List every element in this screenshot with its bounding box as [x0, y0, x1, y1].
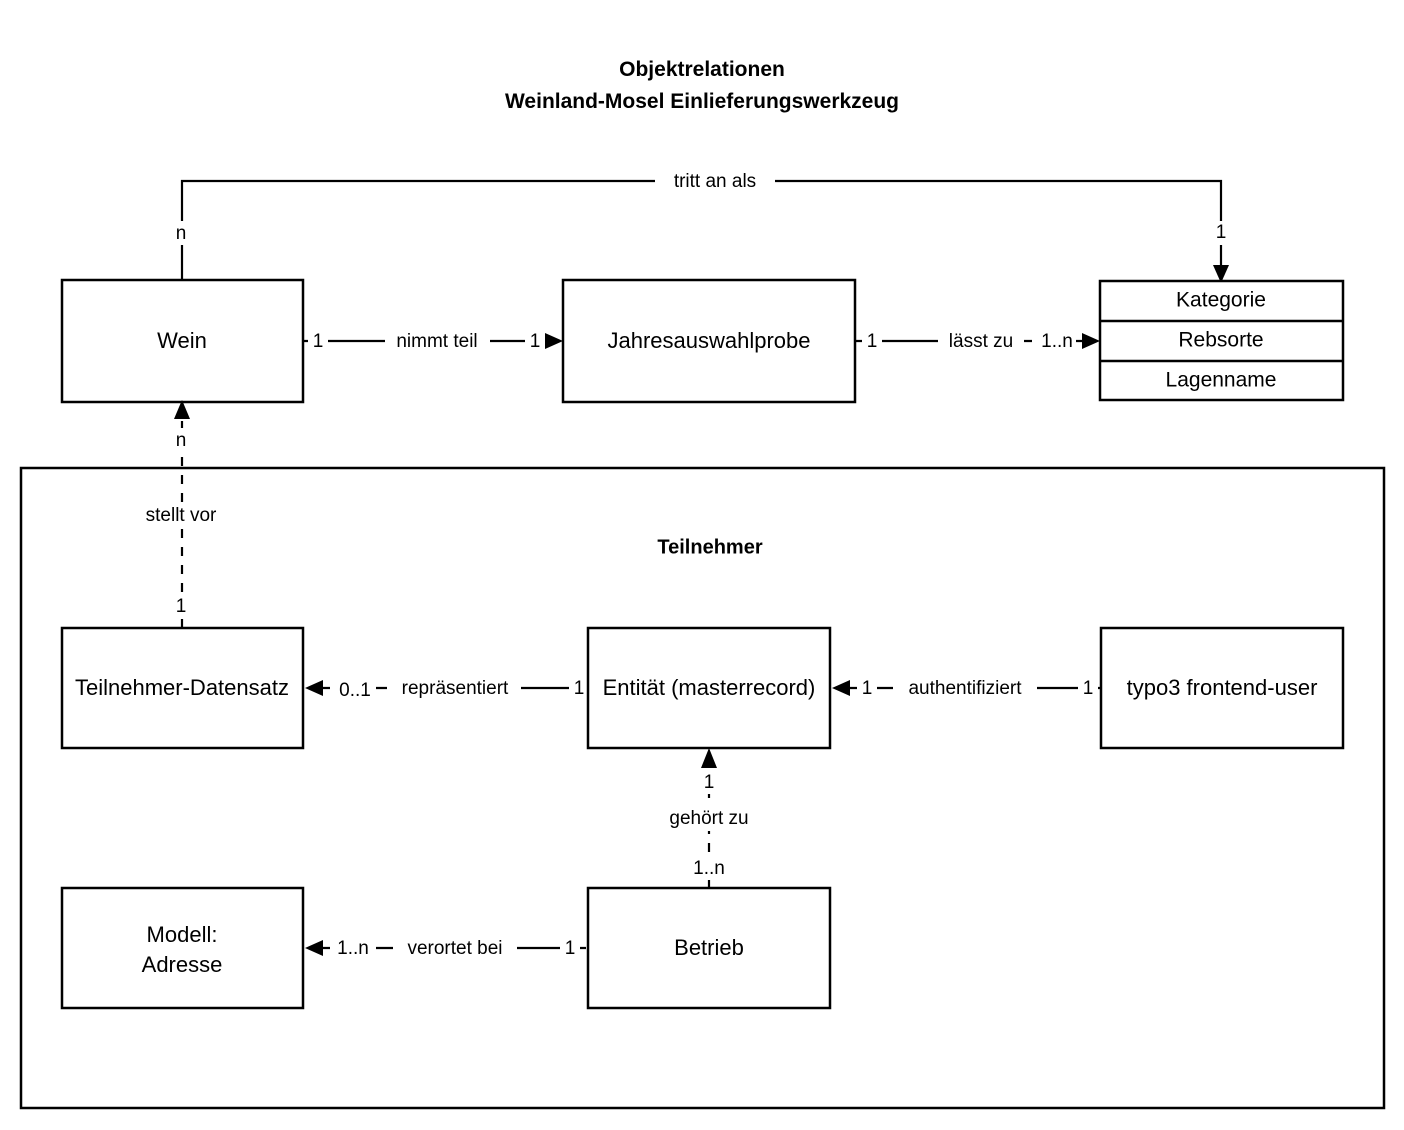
group-box-teilnehmer: [19, 466, 1386, 1110]
card-backdrop-gehoert-zu-to: [684, 856, 734, 880]
card-backdrop-tritt-an-als-from: [168, 221, 196, 245]
relation-label-verortet-bei: verortet bei: [407, 938, 502, 959]
cardinality-authentifiziert-from: 1: [862, 678, 873, 699]
card-backdrop-stellt-vor-from: [166, 428, 196, 452]
cardinality-stellt-vor-from: n: [176, 430, 187, 451]
cardinality-tritt-an-als-from: n: [176, 223, 187, 244]
relation-label-stellt-vor: stellt vor: [146, 505, 217, 526]
card-backdrop-laesst-zu-from: [862, 330, 882, 352]
entity-label-wein: Wein: [157, 328, 207, 353]
entity-label-modell-adresse-line1: Modell:: [147, 922, 218, 947]
entity-label-entitaet: Entität (masterrecord): [603, 675, 816, 700]
card-backdrop-authentifiziert-to: [1078, 677, 1098, 699]
entity-box-jahresauswahlprobe[interactable]: [561, 278, 857, 404]
relation-label-nimmt-teil: nimmt teil: [396, 331, 477, 352]
entity-box-teilnehmer-datensatz[interactable]: [60, 626, 305, 750]
attribute-lagenname: Lagenname: [1166, 369, 1277, 392]
arrowhead-tritt-an-als: [1213, 265, 1229, 283]
relation-label-laesst-zu: lässt zu: [949, 331, 1013, 352]
attribute-rebsorte: Rebsorte: [1178, 329, 1263, 352]
attribute-kategorie: Kategorie: [1176, 289, 1266, 312]
cardinality-tritt-an-als-to: 1: [1216, 222, 1227, 243]
entity-label-modell-adresse-line2: Adresse: [142, 952, 223, 977]
cardinality-laesst-zu-to: 1..n: [1041, 331, 1073, 352]
cardinality-gehoert-zu-to: 1..n: [693, 858, 725, 879]
label-backdrop-stellt-vor: [128, 504, 236, 528]
card-backdrop-nimmt-teil-from: [308, 330, 328, 352]
card-backdrop-gehoert-zu-from: [695, 770, 723, 794]
card-backdrop-tritt-an-als-to: [1208, 221, 1236, 245]
label-backdrop-tritt-an-als: [655, 170, 775, 192]
group-title-teilnehmer: Teilnehmer: [657, 536, 762, 558]
label-backdrop-authentifiziert: [893, 677, 1037, 699]
entity-box-betrieb[interactable]: [586, 886, 832, 1010]
diagram-title-line1: Objektrelationen: [619, 58, 785, 81]
card-backdrop-nimmt-teil-to: [525, 330, 545, 352]
label-backdrop-nimmt-teil: [385, 330, 490, 352]
cardinality-stellt-vor-to: 1: [176, 596, 187, 617]
arrowhead-nimmt-teil: [545, 333, 563, 349]
relation-label-repraesentiert: repräsentiert: [402, 678, 509, 699]
arrowhead-repraesentiert: [305, 680, 323, 696]
label-backdrop-laesst-zu: [938, 330, 1024, 352]
cardinality-verortet-bei-from: 1..n: [337, 938, 369, 959]
relation-label-tritt-an-als: tritt an als: [674, 171, 756, 192]
cardinality-repraesentiert-to: 1: [574, 678, 585, 699]
card-backdrop-authentifiziert-from: [857, 677, 877, 699]
card-backdrop-verortet-bei-from: [330, 937, 376, 959]
entity-box-wein[interactable]: [60, 278, 305, 404]
arrowhead-gehoert-zu: [701, 748, 717, 768]
entity-label-typo3-frontend-user: typo3 frontend-user: [1127, 675, 1318, 700]
label-backdrop-verortet-bei: [393, 937, 517, 959]
arrowhead-laesst-zu: [1082, 333, 1100, 349]
cardinality-authentifiziert-to: 1: [1083, 678, 1094, 699]
arrowhead-stellt-vor: [174, 400, 190, 419]
card-backdrop-repraesentiert-from: [330, 678, 376, 700]
entity-label-teilnehmer-datensatz: Teilnehmer-Datensatz: [75, 675, 289, 700]
card-backdrop-laesst-zu-to: [1032, 330, 1076, 352]
entity-box-modell-adresse[interactable]: [60, 886, 305, 1010]
entity-label-jahresauswahlprobe: Jahresauswahlprobe: [607, 328, 810, 353]
entity-box-kategorie-table[interactable]: [1098, 279, 1345, 402]
cardinality-repraesentiert-from: 0..1: [339, 680, 371, 701]
entity-box-entitaet[interactable]: [586, 626, 832, 750]
diagram-title-line2: Weinland-Mosel Einlieferungswerkzeug: [505, 90, 899, 113]
entity-label-betrieb: Betrieb: [674, 935, 744, 960]
arrowhead-authentifiziert: [832, 680, 850, 696]
entity-box-typo3-frontend-user[interactable]: [1099, 626, 1345, 750]
card-backdrop-repraesentiert-to: [569, 677, 589, 699]
connector-tritt-an-als: [180, 179, 1223, 280]
relation-label-authentifiziert: authentifiziert: [908, 678, 1022, 699]
cardinality-laesst-zu-from: 1: [867, 331, 878, 352]
label-backdrop-gehoert-zu: [655, 807, 765, 831]
cardinality-nimmt-teil-from: 1: [313, 331, 324, 352]
cardinality-verortet-bei-to: 1: [565, 938, 576, 959]
arrowhead-verortet-bei: [305, 940, 323, 956]
label-backdrop-repraesentiert: [387, 677, 521, 699]
cardinality-gehoert-zu-from: 1: [704, 772, 715, 793]
card-backdrop-stellt-vor-to: [168, 594, 196, 618]
relation-label-gehoert-zu: gehört zu: [669, 808, 748, 829]
cardinality-nimmt-teil-to: 1: [530, 331, 541, 352]
card-backdrop-verortet-bei-to: [560, 937, 580, 959]
